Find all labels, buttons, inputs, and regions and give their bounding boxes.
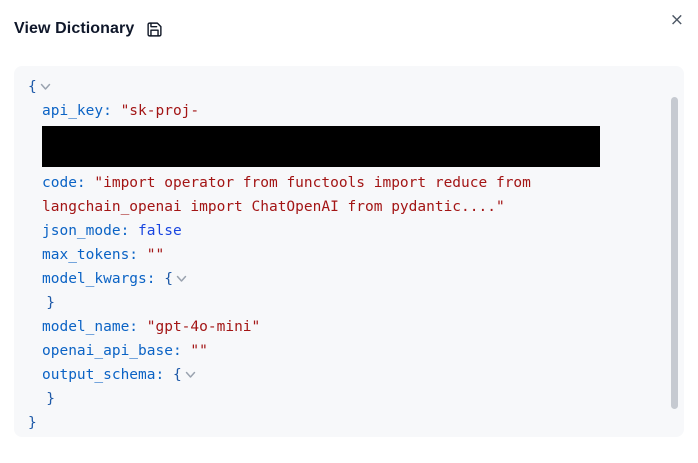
code-segment-brace: { — [172, 367, 182, 383]
code-line: langchain_openai import ChatOpenAI from … — [28, 195, 670, 219]
code-segment-boolean: false — [138, 223, 182, 239]
code-segment-string: langchain_openai import ChatOpenAI from … — [42, 199, 505, 215]
dictionary-panel: { api_key: "sk-proj-code: "import operato… — [14, 66, 684, 437]
code-line: openai_api_base: "" — [28, 339, 670, 363]
code-segment-key: api_key: — [42, 103, 121, 119]
code-segment-brace: } — [46, 391, 55, 407]
code-segment-brace: { — [28, 79, 37, 95]
code-line: max_tokens: "" — [28, 243, 670, 267]
collapse-chevron-icon[interactable] — [40, 83, 51, 91]
code-segment-key: json_mode: — [42, 223, 139, 239]
code-line: { — [28, 75, 670, 99]
code-segment-key: model_kwargs: — [42, 271, 165, 287]
redacted-row — [28, 123, 670, 171]
dictionary-code-viewer: { api_key: "sk-proj-code: "import operato… — [28, 75, 670, 435]
redacted-value — [42, 126, 600, 167]
code-segment-brace: } — [46, 295, 55, 311]
collapse-chevron-icon[interactable] — [185, 371, 196, 379]
code-segment-string: "gpt-4o-mini" — [146, 319, 261, 335]
code-line: } — [28, 387, 670, 411]
code-segment-string: "" — [190, 343, 208, 359]
modal-header: View Dictionary — [14, 20, 684, 38]
code-segment-string: "sk-proj- — [120, 103, 200, 119]
code-segment-key: output_schema: — [42, 367, 173, 383]
close-button[interactable]: × — [664, 10, 690, 31]
code-line: model_name: "gpt-4o-mini" — [28, 315, 670, 339]
page-title: View Dictionary — [14, 20, 135, 37]
code-line: api_key: "sk-proj- — [28, 99, 670, 123]
code-segment-brace: { — [164, 271, 173, 287]
code-segment-key: model_name: — [42, 319, 147, 335]
code-line: } — [28, 411, 670, 435]
code-line: output_schema: { — [28, 363, 670, 387]
code-segment-key: max_tokens: — [42, 247, 147, 263]
code-segment-key: openai_api_base: — [42, 343, 191, 359]
collapse-chevron-icon[interactable] — [176, 275, 187, 283]
close-icon: × — [669, 10, 684, 30]
code-line: code: "import operator from functools im… — [28, 171, 670, 195]
code-line: json_mode: false — [28, 219, 670, 243]
save-icon — [146, 21, 163, 38]
code-segment-brace: } — [28, 415, 37, 431]
code-segment-string: "import operator from functools import r… — [94, 175, 531, 191]
scrollbar-thumb[interactable] — [671, 97, 678, 409]
code-line: model_kwargs: { — [28, 267, 670, 291]
save-button[interactable] — [146, 21, 163, 38]
code-line: } — [28, 291, 670, 315]
code-segment-string: "" — [146, 247, 165, 263]
code-segment-key: code: — [42, 175, 95, 191]
